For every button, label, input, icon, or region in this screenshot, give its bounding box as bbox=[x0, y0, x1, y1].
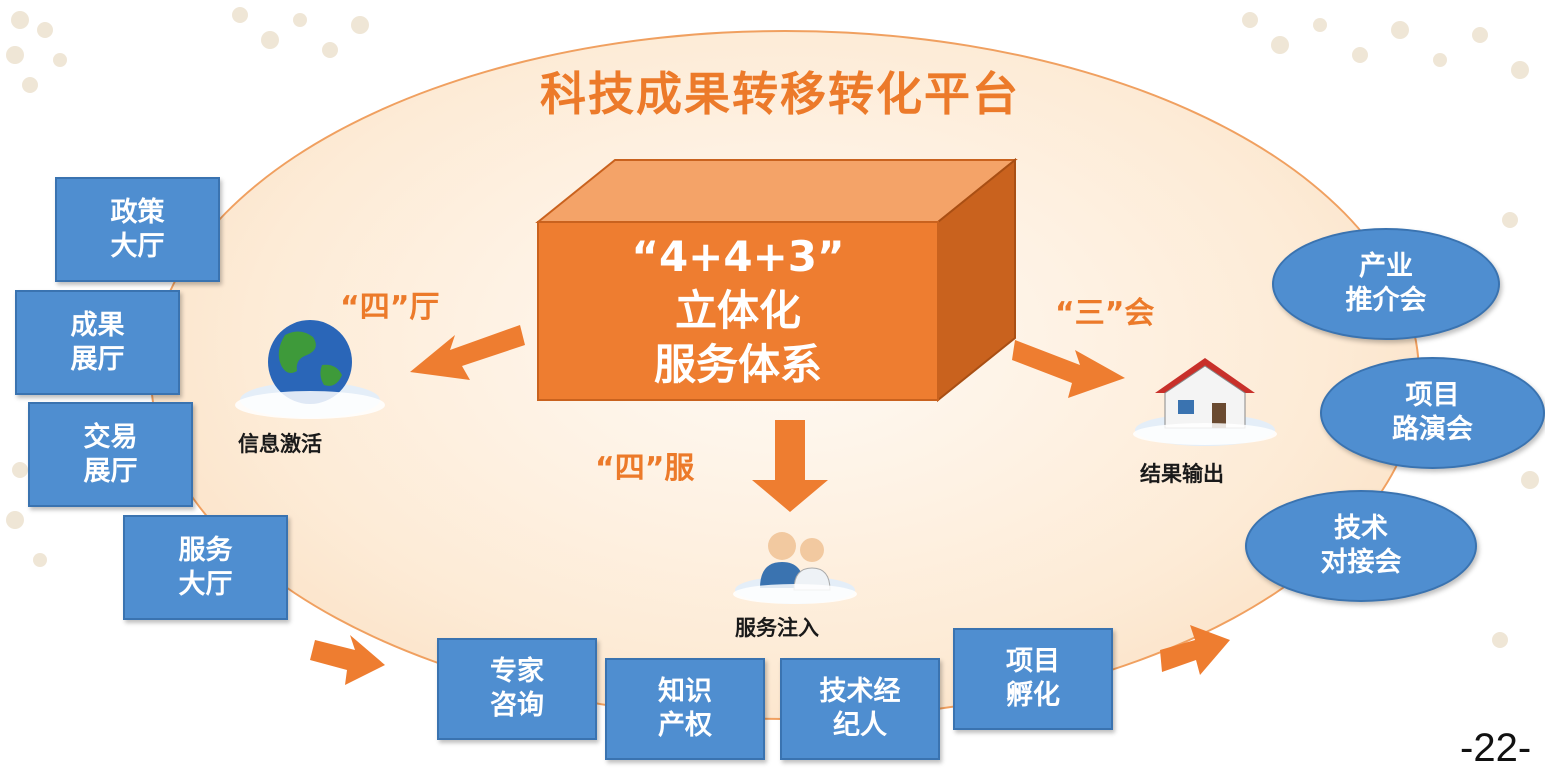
people-icon bbox=[733, 532, 857, 604]
service-expert-consulting: 专家 咨询 bbox=[437, 638, 597, 740]
service-incubation-line1: 项目 bbox=[1006, 646, 1060, 677]
caption-result-output: 结果输出 bbox=[1140, 462, 1224, 486]
service-incubation-line2: 孵化 bbox=[1006, 680, 1060, 711]
service-ip-line1: 知识 bbox=[658, 676, 712, 707]
meeting-industry-line1: 产业 bbox=[1359, 251, 1413, 282]
meeting-roadshow-line2: 路演会 bbox=[1392, 414, 1473, 445]
hall-policy: 政策 大厅 bbox=[55, 177, 220, 282]
service-project-incubation: 项目 孵化 bbox=[953, 628, 1113, 730]
meeting-project-roadshow: 项目 路演会 bbox=[1320, 357, 1545, 469]
meeting-industry-line2: 推介会 bbox=[1345, 285, 1427, 316]
hall-policy-line1: 政策 bbox=[110, 196, 165, 228]
hall-trading: 交易 展厅 bbox=[28, 402, 193, 507]
service-expert-line1: 专家 bbox=[490, 656, 544, 687]
cube-line-2: 立体化 bbox=[674, 286, 801, 335]
meeting-tech-line1: 技术 bbox=[1334, 513, 1388, 544]
meeting-roadshow-line1: 项目 bbox=[1405, 380, 1460, 411]
cube-line-3: 服务体系 bbox=[653, 340, 822, 389]
meeting-industry-promotion: 产业 推介会 bbox=[1272, 228, 1500, 340]
arrow-down-icon bbox=[752, 420, 828, 512]
hall-service-line1: 服务 bbox=[178, 534, 233, 566]
service-broker-line2: 纪人 bbox=[833, 710, 887, 741]
hall-service-line2: 大厅 bbox=[178, 568, 233, 600]
service-ip-line2: 产权 bbox=[658, 710, 712, 741]
label-four-halls: “四”厅 bbox=[340, 290, 440, 325]
hall-trading-line1: 交易 bbox=[83, 421, 138, 453]
hall-achievements-line2: 展厅 bbox=[70, 343, 125, 375]
meeting-tech-matchmaking: 技术 对接会 bbox=[1245, 490, 1477, 602]
hall-service: 服务 大厅 bbox=[123, 515, 288, 620]
globe-icon bbox=[235, 320, 385, 419]
label-three-meetings: “三”会 bbox=[1055, 296, 1155, 331]
arrow-lower-right-icon bbox=[1160, 625, 1230, 675]
hall-achievements-line1: 成果 bbox=[70, 309, 125, 341]
diagram-title: 科技成果转移转化平台 bbox=[540, 67, 1020, 121]
service-expert-line2: 咨询 bbox=[490, 690, 544, 721]
cube-text: “4+4+3” 立体化 服务体系 bbox=[538, 222, 938, 400]
arrow-lower-left-icon bbox=[310, 635, 385, 685]
hall-trading-line2: 展厅 bbox=[83, 455, 138, 487]
page-number: -22- bbox=[1460, 726, 1532, 770]
arrow-left-icon bbox=[410, 325, 525, 380]
service-broker-line1: 技术经 bbox=[819, 676, 901, 707]
caption-info-activation: 信息激活 bbox=[238, 432, 322, 456]
hall-achievements: 成果 展厅 bbox=[15, 290, 180, 395]
service-intellectual-property: 知识 产权 bbox=[605, 658, 765, 760]
arrow-right-icon bbox=[1012, 340, 1125, 398]
house-icon bbox=[1133, 358, 1277, 446]
hall-policy-line2: 大厅 bbox=[110, 230, 165, 262]
caption-service-injection: 服务注入 bbox=[735, 616, 819, 640]
service-tech-broker: 技术经 纪人 bbox=[780, 658, 940, 760]
cube-line-1: “4+4+3” bbox=[631, 232, 845, 281]
label-four-services: “四”服 bbox=[595, 451, 695, 486]
meeting-tech-line2: 对接会 bbox=[1320, 547, 1402, 578]
